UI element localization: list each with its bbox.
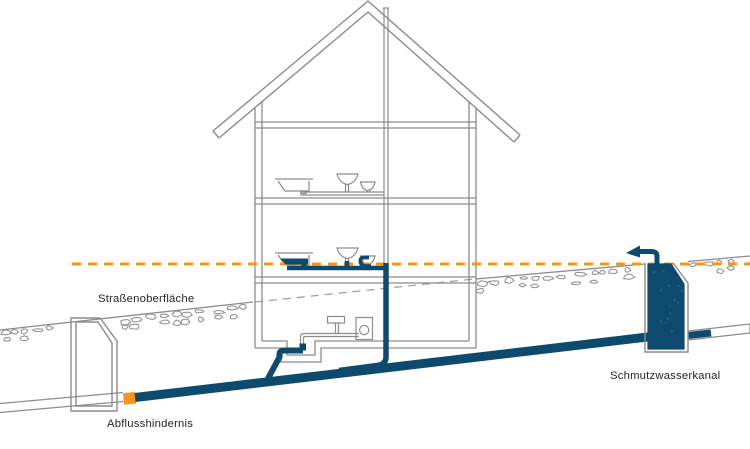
washbasin-upper [336,173,359,193]
attic-floor-slab [255,121,476,129]
bathtub-water [280,258,308,265]
vent-stack [383,7,389,263]
left-wall [254,102,263,348]
downstream-pipe [0,391,124,414]
basement-washbasin [326,315,346,333]
label-sewer: Schmutzwasserkanal [610,370,720,382]
label-obstruction: Abflusshindernis [107,418,193,430]
house [212,0,521,363]
basement-floor [255,340,476,363]
ground-floor-slab [255,276,476,284]
upper-floor-fixtures [275,173,384,196]
waste-water [134,245,712,402]
floor-drain-sump-water [265,343,306,380]
labels: Straßenoberfläche Abflusshindernis Schmu… [98,293,720,430]
upstream-pipe-water [687,329,712,339]
upstream-pipe [687,323,750,341]
street-surface-line-left [0,301,254,331]
street-surface-line-right [475,255,750,280]
structure-outlines [0,0,750,414]
basement-drain-pipe [299,332,359,344]
ground-floor-drain-water [287,255,386,271]
upper-drain-pipe [300,191,384,196]
obstruction-block [123,392,136,405]
label-street-surface: Straßenoberfläche [98,293,194,305]
bathtub-upper [275,178,313,195]
upper-floor-slab [255,197,476,205]
manhole-left [70,317,118,412]
roof [212,0,521,143]
fall-stack-water [338,263,389,374]
toilet-upper [359,181,376,193]
water-texture [652,270,684,333]
basement-fixtures [299,315,374,344]
sewer-main-pipe [134,332,653,402]
right-wall [468,102,477,348]
washing-machine [355,316,374,341]
overflow-arrow [626,245,660,266]
ground-texture [0,258,735,342]
manhole-right [644,262,689,353]
